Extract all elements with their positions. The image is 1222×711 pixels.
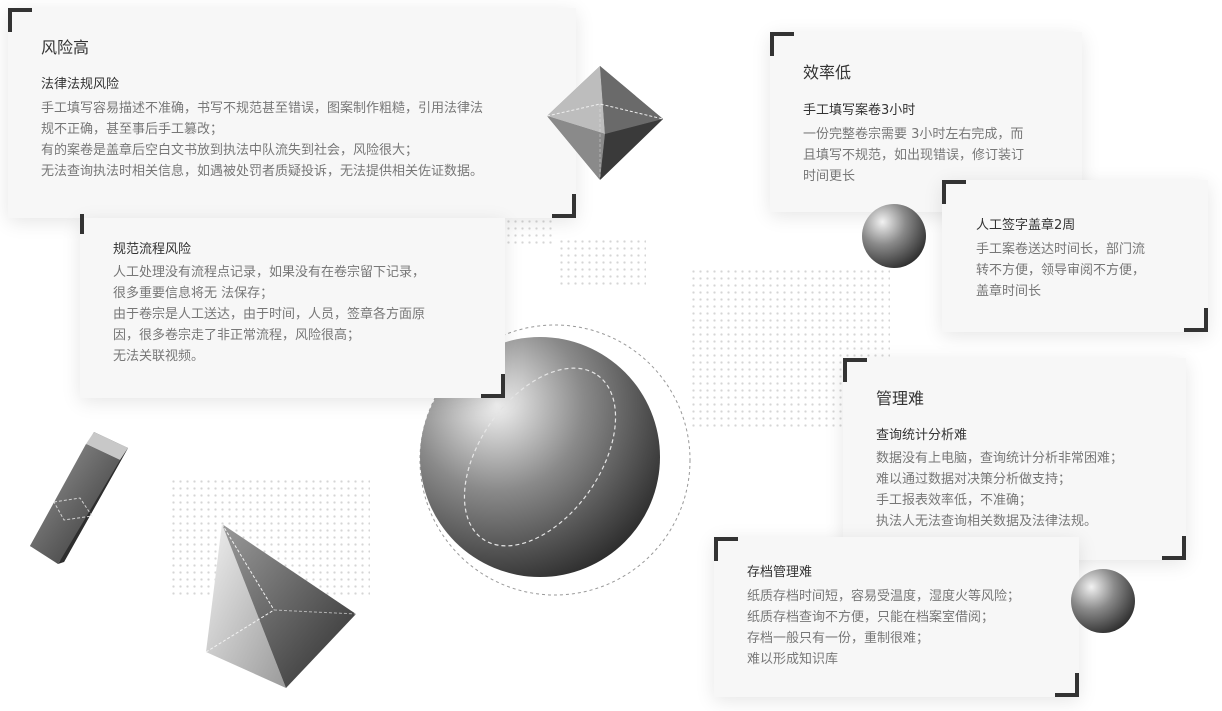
- efficiency-title: 效率低: [803, 63, 852, 82]
- manual-fill-text: 一份完整卷宗需要 3小时左右完成，而 且填写不规范，如出现错误，修订装订 时间更…: [803, 124, 1024, 187]
- process-risk-heading: 规范流程风险: [113, 242, 192, 257]
- process-risk-card: 规范流程风险 人工处理没有流程点记录，如果没有在卷宗留下记录， 很多重要信息将无…: [80, 218, 505, 398]
- corner-bracket: [942, 180, 966, 204]
- text-line: 盖章时间长: [976, 284, 1042, 299]
- legal-risk-text: 手工填写容易描述不准确，书写不规范甚至错误，图案制作粗糙，引用法律法 规不正确，…: [41, 98, 483, 182]
- text-line: 因，很多卷宗走了非正常流程，风险很高；: [113, 328, 361, 343]
- text-line: 手工报表效率低，不准确；: [876, 493, 1033, 508]
- text-line: 无法查询执法时相关信息，如遇被处罚者质疑投诉，无法提供相关佐证数据。: [41, 164, 484, 179]
- management-title: 管理难: [876, 389, 925, 408]
- management-card: 管理难 查询统计分析难 数据没有上电脑，查询统计分析非常困难； 难以通过数据对决…: [843, 358, 1186, 560]
- corner-bracket: [770, 32, 794, 56]
- manual-fill-heading: 手工填写案卷3小时: [803, 103, 916, 118]
- text-line: 手工填写容易描述不准确，书写不规范甚至错误，图案制作粗糙，引用法律法: [41, 101, 484, 116]
- text-line: 由于卷宗是人工送达，由于时间，人员，签章各方面原: [113, 307, 426, 322]
- text-line: 无法关联视频。: [113, 349, 205, 364]
- octahedron-shape: [546, 66, 664, 180]
- text-line: 手工案卷送达时间长，部门流: [976, 242, 1146, 257]
- risk-title: 风险高: [41, 38, 90, 57]
- text-line: 执法人无法查询相关数据及法律法规。: [876, 514, 1098, 529]
- corner-bracket: [1184, 308, 1208, 332]
- query-heading: 查询统计分析难: [876, 428, 968, 443]
- dot-pattern: [558, 238, 646, 286]
- dot-pattern: [505, 218, 555, 248]
- text-line: 人工处理没有流程点记录，如果没有在卷宗留下记录，: [113, 265, 426, 280]
- archive-heading: 存档管理难: [747, 565, 813, 580]
- text-line: 且填写不规范，如出现错误，修订装订: [803, 148, 1025, 163]
- text-line: 一份完整卷宗需要 3小时左右完成，而: [803, 127, 1024, 142]
- corner-bracket: [481, 374, 505, 398]
- signature-heading: 人工签字盖章2周: [976, 218, 1076, 233]
- text-line: 存档一般只有一份，重制很难；: [747, 631, 930, 646]
- process-risk-text: 人工处理没有流程点记录，如果没有在卷宗留下记录， 很多重要信息将无 法保存； 由…: [113, 262, 425, 367]
- text-line: 有的案卷是盖章后空白文书放到执法中队流失到社会，风险很大；: [41, 143, 419, 158]
- legal-risk-heading: 法律法规风险: [41, 77, 120, 92]
- signature-card: 人工签字盖章2周 手工案卷送达时间长，部门流 转不方便，领导审阅不方便， 盖章时…: [942, 180, 1208, 332]
- corner-bracket: [80, 214, 84, 234]
- query-text: 数据没有上电脑，查询统计分析非常困难； 难以通过数据对决策分析做支持； 手工报表…: [876, 448, 1123, 532]
- text-line: 纸质存档查询不方便，只能在档案室借阅；: [747, 610, 995, 625]
- text-line: 转不方便，领导审阅不方便，: [976, 263, 1146, 278]
- text-line: 数据没有上电脑，查询统计分析非常困难；: [876, 451, 1124, 466]
- text-line: 时间更长: [803, 169, 856, 184]
- signature-text: 手工案卷送达时间长，部门流 转不方便，领导审阅不方便， 盖章时间长: [976, 239, 1145, 302]
- text-line: 很多重要信息将无 法保存；: [113, 286, 274, 301]
- corner-bracket: [552, 194, 576, 218]
- small-sphere-shape: [862, 204, 926, 268]
- corner-bracket: [843, 358, 867, 382]
- bottom-sphere-shape: [1071, 569, 1135, 633]
- pyramid-shape: [205, 523, 357, 688]
- text-line: 难以形成知识库: [747, 652, 839, 667]
- corner-bracket: [1055, 673, 1079, 697]
- text-line: 纸质存档时间短，容易受温度，湿度火等风险；: [747, 589, 1021, 604]
- corner-bracket: [1162, 536, 1186, 560]
- text-line: 难以通过数据对决策分析做支持；: [876, 472, 1072, 487]
- corner-bracket: [714, 537, 738, 561]
- text-line: 规不正确，甚至事后手工篡改；: [41, 122, 224, 137]
- corner-bracket: [8, 8, 32, 32]
- archive-card: 存档管理难 纸质存档时间短，容易受温度，湿度火等风险； 纸质存档查询不方便，只能…: [714, 537, 1079, 697]
- archive-text: 纸质存档时间短，容易受温度，湿度火等风险； 纸质存档查询不方便，只能在档案室借阅…: [747, 586, 1020, 670]
- prism-shape: [30, 432, 128, 564]
- risk-card: 风险高 法律法规风险 手工填写容易描述不准确，书写不规范甚至错误，图案制作粗糙，…: [8, 8, 576, 218]
